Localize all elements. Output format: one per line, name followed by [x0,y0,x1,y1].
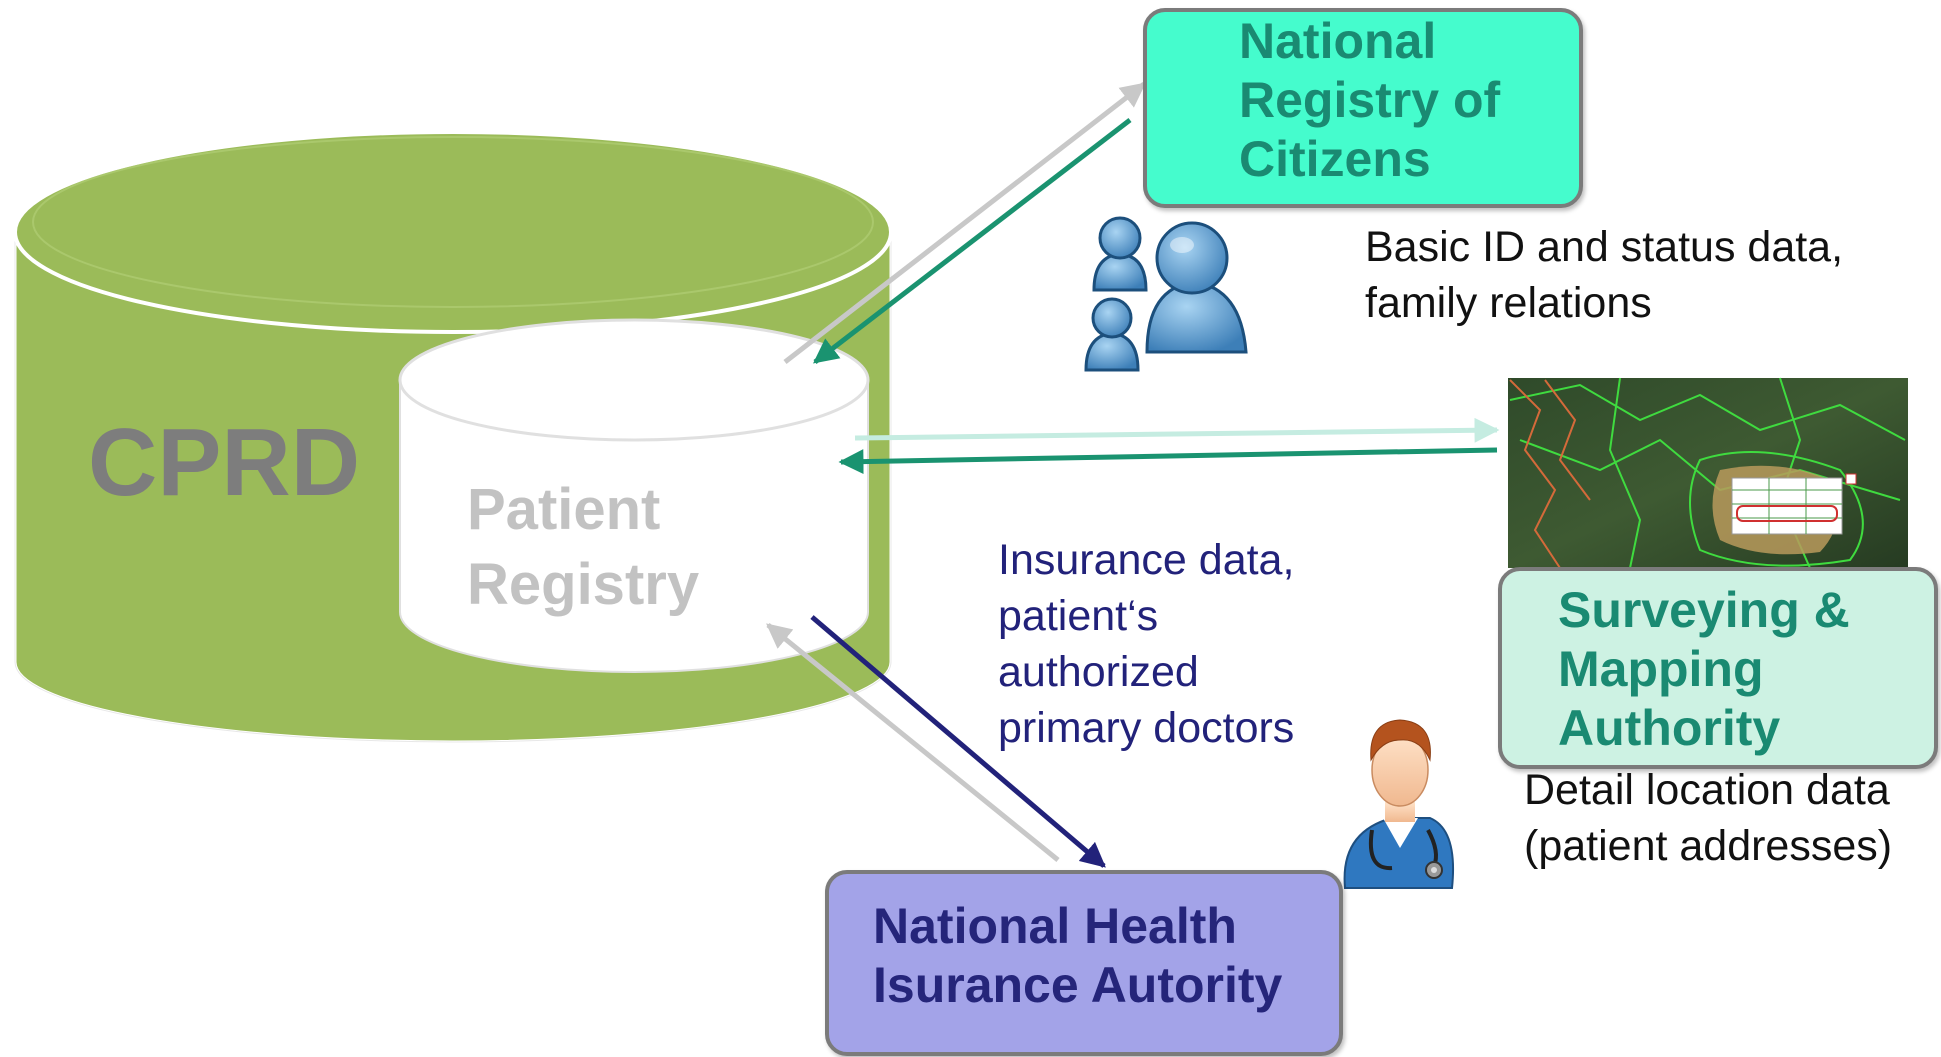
national-registry-of-citizens-box: National Registry of Citizens [1143,8,1583,208]
national-health-insurance-authority-box: National Health Isurance Autority [825,870,1343,1056]
arrow-to-sma [854,417,1500,443]
arrow-to-nhia [810,615,1106,868]
basic-id-annotation: Basic ID and status data, family relatio… [1365,220,1843,332]
insurance-line-3: authorized [998,647,1199,696]
nrc-title-line-3: Citizens [1239,131,1431,187]
map-thumbnail [1508,377,1908,569]
patient-registry-line-1: Patient [467,477,661,542]
patient-registry-line-2: Registry [467,552,700,618]
basic-id-line-2: family relations [1365,278,1652,327]
patient-registry-label: Patient Registry [467,472,699,623]
nrc-title: National Registry of Citizens [1239,12,1500,189]
arrow-from-nrc [813,118,1132,364]
insurance-line-4: primary doctors [998,703,1295,752]
nhia-title-line-2: Isurance Autority [873,957,1283,1013]
nrc-title-line-2: Registry of [1239,72,1501,128]
surveying-mapping-authority-box: Surveying & Mapping Authority [1498,567,1938,769]
insurance-line-2: patient‘s [998,591,1159,640]
doctor-icon [1343,719,1455,889]
people-group-icon [1084,216,1248,372]
basic-id-line-1: Basic ID and status data, [1365,223,1844,271]
insurance-annotation: Insurance data, patient‘s authorized pri… [998,533,1294,757]
cprd-label: CPRD [88,409,361,516]
arrow-from-sma [838,447,1498,475]
sma-title: Surveying & Mapping Authority [1558,581,1850,758]
nhia-title: National Health Isurance Autority [873,897,1282,1015]
sma-title-line-1: Surveying & [1558,582,1850,638]
detail-location-line-2: (patient addresses) [1524,821,1893,870]
detail-location-annotation: Detail location data (patient addresses) [1524,763,1892,875]
insurance-line-1: Insurance data, [998,536,1295,584]
sma-title-line-3: Authority [1558,700,1781,756]
detail-location-line-1: Detail location data [1524,766,1890,814]
nrc-title-line-1: National [1239,13,1437,69]
nhia-title-line-1: National Health [873,898,1237,954]
arrow-to-nrc [783,82,1146,364]
patient-registry-cylinder [398,318,870,673]
sma-title-line-2: Mapping [1558,641,1764,697]
arrow-from-nhia [766,623,1060,862]
